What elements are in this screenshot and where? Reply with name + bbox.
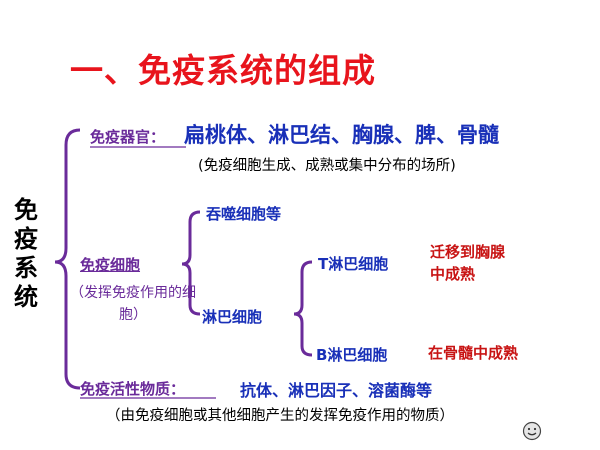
cells-bracket	[181, 210, 201, 316]
phagocytes-label: 吞噬细胞等	[206, 205, 282, 223]
cells-label: 免疫细胞	[80, 256, 141, 274]
cells-note: （发挥免疫作用的细胞）	[70, 285, 196, 323]
smiley-icon	[522, 421, 542, 441]
t-cell-label: T淋巴细胞	[318, 255, 389, 273]
b-cell-label: B淋巴细胞	[316, 346, 388, 364]
substances-label: 免疫活性物质：	[80, 380, 186, 398]
organs-items: 扁桃体、淋巴结、胸腺、脾、骨髓	[184, 123, 499, 147]
t-cell-note: 迁移到胸腺中成熟	[430, 243, 506, 283]
organs-note: (免疫细胞生成、成熟或集中分布的场所)	[198, 158, 456, 174]
root-bracket	[54, 128, 81, 390]
lymphocyte-bracket	[293, 260, 313, 357]
lymphocytes-label: 淋巴细胞	[202, 308, 263, 326]
root-label: 免疫系统	[14, 196, 38, 311]
substances-note: （由免疫细胞或其他细胞产生的发挥免疫作用的物质）	[106, 408, 454, 424]
substances-items: 抗体、淋巴因子、溶菌酶等	[240, 381, 433, 400]
page-title: 一、免疫系统的组成	[70, 51, 376, 90]
organs-label: 免疫器官：	[90, 128, 166, 146]
b-cell-note: 在骨髓中成熟	[428, 344, 519, 362]
